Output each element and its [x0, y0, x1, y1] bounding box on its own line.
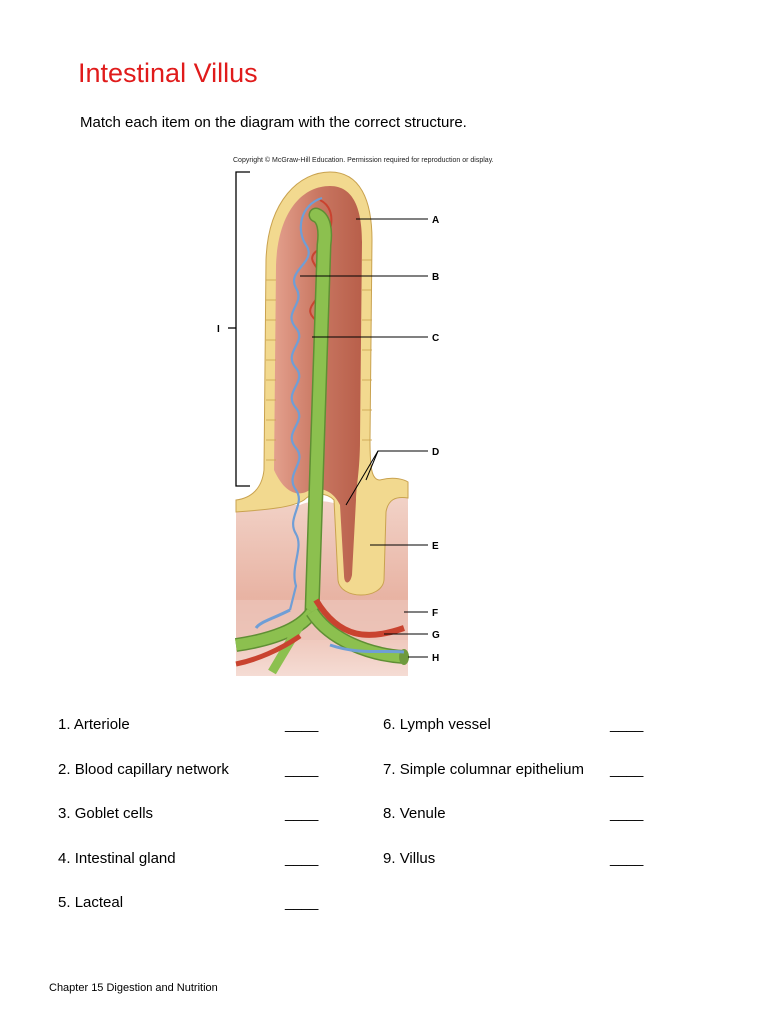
callout-b: B: [432, 272, 439, 283]
callout-c: C: [432, 333, 439, 344]
item-label: Venule: [399, 805, 446, 822]
list-item: 5. Lacteal: [58, 894, 124, 911]
venule-capillary: [288, 196, 323, 611]
callout-g: G: [432, 630, 440, 641]
venule-right: [329, 643, 405, 654]
answer-blank[interactable]: ____: [285, 761, 319, 778]
callout-e: E: [432, 541, 439, 552]
list-item: 4. Intestinal gland: [58, 850, 176, 867]
copyright-notice: Copyright © McGraw-Hill Education. Permi…: [233, 157, 494, 164]
arteriole: [313, 598, 405, 638]
item-label: Arteriole: [73, 716, 130, 733]
list-item: 6. Lymph vessel: [383, 716, 491, 733]
callout-f: F: [432, 608, 438, 619]
villus-bracket: [235, 171, 250, 487]
villus-diagram: A B C D E F G H I: [217, 171, 440, 676]
callout-h: H: [432, 653, 439, 664]
answer-blank[interactable]: ____: [285, 716, 319, 733]
item-label: Intestinal gland: [74, 850, 176, 867]
lymph-vessel-down: [268, 622, 304, 675]
venule: [254, 608, 291, 629]
answer-blank[interactable]: ____: [285, 850, 319, 867]
epithelial-cell-marks: [266, 259, 372, 461]
item-label: Simple columnar epithelium: [399, 761, 584, 778]
answer-blank[interactable]: ____: [610, 761, 644, 778]
arteriole-left: [235, 633, 302, 667]
callout-a: A: [432, 215, 439, 226]
item-label: Blood capillary network: [74, 761, 229, 778]
item-label: Goblet cells: [74, 805, 154, 822]
answer-blank[interactable]: ____: [285, 894, 319, 911]
list-item: 1. Arteriole: [58, 716, 130, 733]
answer-blank[interactable]: ____: [610, 805, 644, 822]
answer-blank[interactable]: ____: [610, 716, 644, 733]
callout-leaders: [300, 218, 428, 658]
list-item: 8. Venule: [383, 805, 446, 822]
page-title: Intestinal Villus: [78, 58, 258, 88]
callout-d: D: [432, 447, 439, 458]
answer-blank[interactable]: ____: [610, 850, 644, 867]
item-label: Lymph vessel: [399, 716, 491, 733]
callout-i: I: [217, 324, 220, 335]
item-label: Villus: [399, 850, 436, 867]
list-item: 2. Blood capillary network: [58, 761, 229, 778]
instruction-text: Match each item on the diagram with the …: [80, 114, 467, 131]
list-item: 9. Villus: [383, 850, 436, 867]
answer-blank[interactable]: ____: [285, 805, 319, 822]
list-item: 7. Simple columnar epithelium: [383, 761, 584, 778]
list-item: 3. Goblet cells: [58, 805, 154, 822]
page-footer: Chapter 15 Digestion and Nutrition: [49, 982, 218, 994]
item-label: Lacteal: [74, 894, 124, 911]
